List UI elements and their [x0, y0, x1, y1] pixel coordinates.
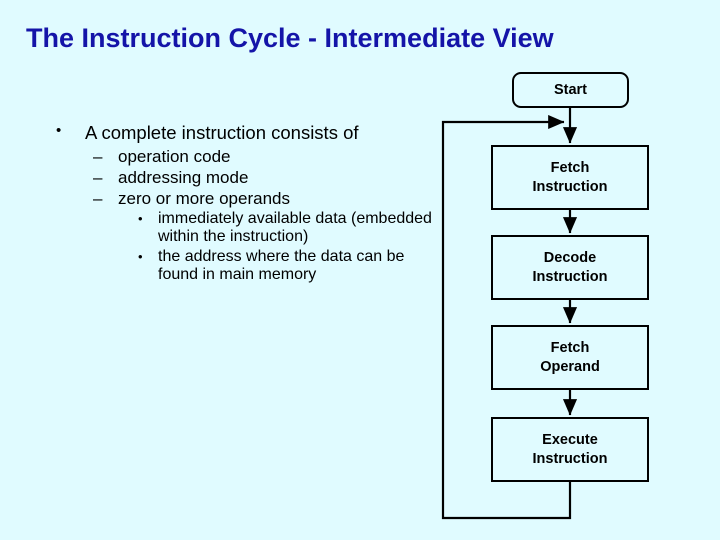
list-item-label: zero or more operands: [118, 188, 290, 208]
list-item: • A complete instruction consists of: [56, 122, 446, 143]
list-item-label: A complete instruction consists of: [85, 122, 359, 143]
list-item-label: the address where the data can be found …: [158, 247, 405, 284]
list-item-label: addressing mode: [118, 168, 249, 188]
page-title: The Instruction Cycle - Intermediate Vie…: [26, 23, 554, 53]
bullet-marker-icon: •: [56, 122, 62, 139]
list-item: – addressing mode: [56, 168, 446, 188]
flow-node-start[interactable]: Start: [512, 72, 629, 108]
list-item: – zero or more operands: [56, 189, 446, 209]
dash-marker-icon: –: [93, 168, 103, 188]
dash-marker-icon: –: [93, 147, 103, 167]
list-item: • the address where the data can be foun…: [56, 248, 446, 285]
dash-marker-icon: –: [93, 188, 103, 208]
list-item: • immediately available data (embedded w…: [56, 210, 446, 247]
bullet-list: • A complete instruction consists of – o…: [56, 122, 446, 286]
list-item-label: operation code: [118, 147, 231, 167]
list-item: – operation code: [56, 147, 446, 167]
bullet-marker-icon: •: [138, 248, 143, 264]
bullet-marker-icon: •: [138, 210, 143, 226]
list-item-label: immediately available data (embedded wit…: [158, 209, 432, 246]
